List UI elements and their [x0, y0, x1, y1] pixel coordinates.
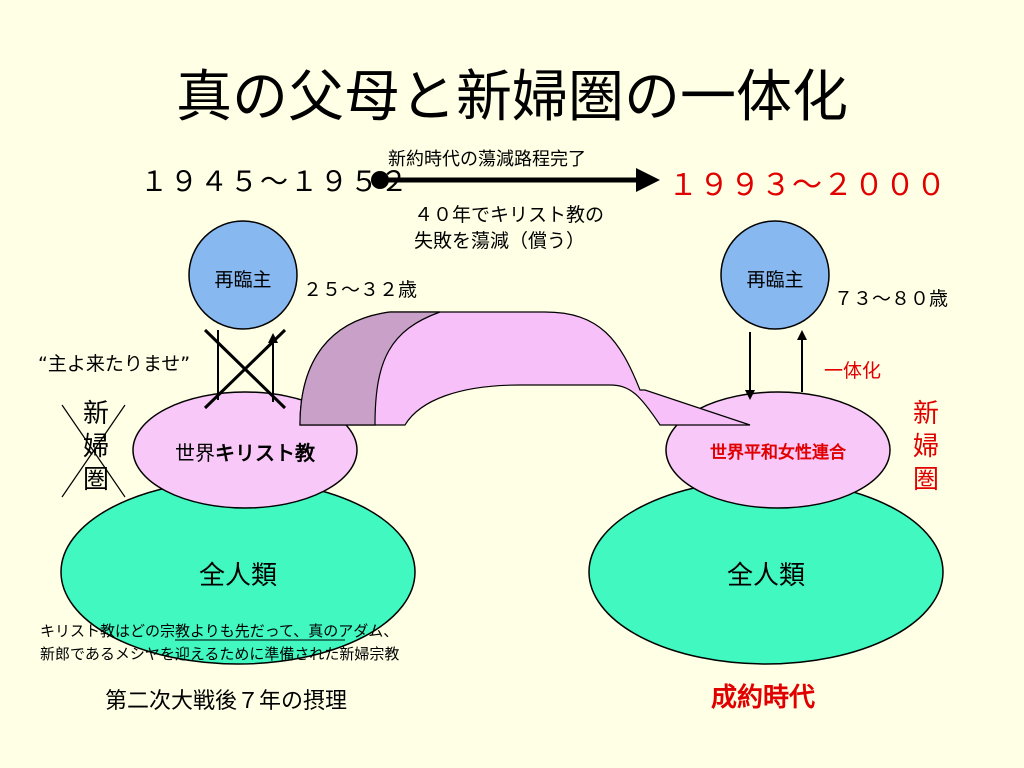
- left-bride-sphere-label: 新婦圏: [82, 399, 109, 495]
- left-connection-arrows: [217, 330, 278, 402]
- arrow-bottom-label-2: 失敗を蕩減（償う）: [414, 230, 586, 252]
- left-lord-circle: [188, 220, 298, 330]
- prayer-quote: “主よ来たりませ”: [38, 353, 191, 375]
- christianity-bold: キリスト教: [215, 441, 315, 465]
- note-line-2: 新郎であるメシヤを迎えるために準備された新婦宗教: [40, 645, 400, 663]
- left-years: １９４５～１９５２: [140, 165, 411, 198]
- right-humanity-label: 全人類: [726, 561, 805, 591]
- arrow-top-label: 新約時代の蕩減路程完了: [388, 149, 586, 170]
- left-humanity-label: 全人類: [198, 561, 277, 591]
- page-title: 真の父母と新婦圏の一体化: [176, 65, 848, 130]
- timeline-arrow: [371, 168, 660, 192]
- right-bride-sphere-label: 新婦圏: [912, 399, 939, 495]
- left-lord-label: 再臨主: [214, 269, 272, 291]
- left-bride-sphere-strike: [61, 404, 126, 498]
- christianity-prefix: 世界: [175, 441, 215, 465]
- note-line-1: キリスト教はどの宗教よりも先だって、真のアダム、: [40, 622, 399, 640]
- blocked-x-mark: [203, 328, 287, 410]
- left-age: ２５～３２歳: [303, 279, 418, 301]
- federation-label: 世界平和女性連合: [710, 443, 846, 463]
- left-caption: 第二次大戦後７年の摂理: [105, 689, 348, 714]
- right-years: １９９３～２０００: [668, 168, 947, 203]
- christianity-label: 世界キリスト教: [135, 437, 355, 466]
- right-caption: 成約時代: [711, 683, 816, 713]
- right-lord-circle: [720, 220, 830, 330]
- right-age: ７３～８０歳: [834, 288, 949, 310]
- right-lord-label: 再臨主: [746, 269, 804, 291]
- unity-label: 一体化: [824, 360, 882, 382]
- curved-transfer-arrow: [299, 311, 751, 426]
- right-connection-arrows: [745, 330, 807, 400]
- arrow-bottom-label-1: ４０年でキリスト教の: [414, 204, 605, 226]
